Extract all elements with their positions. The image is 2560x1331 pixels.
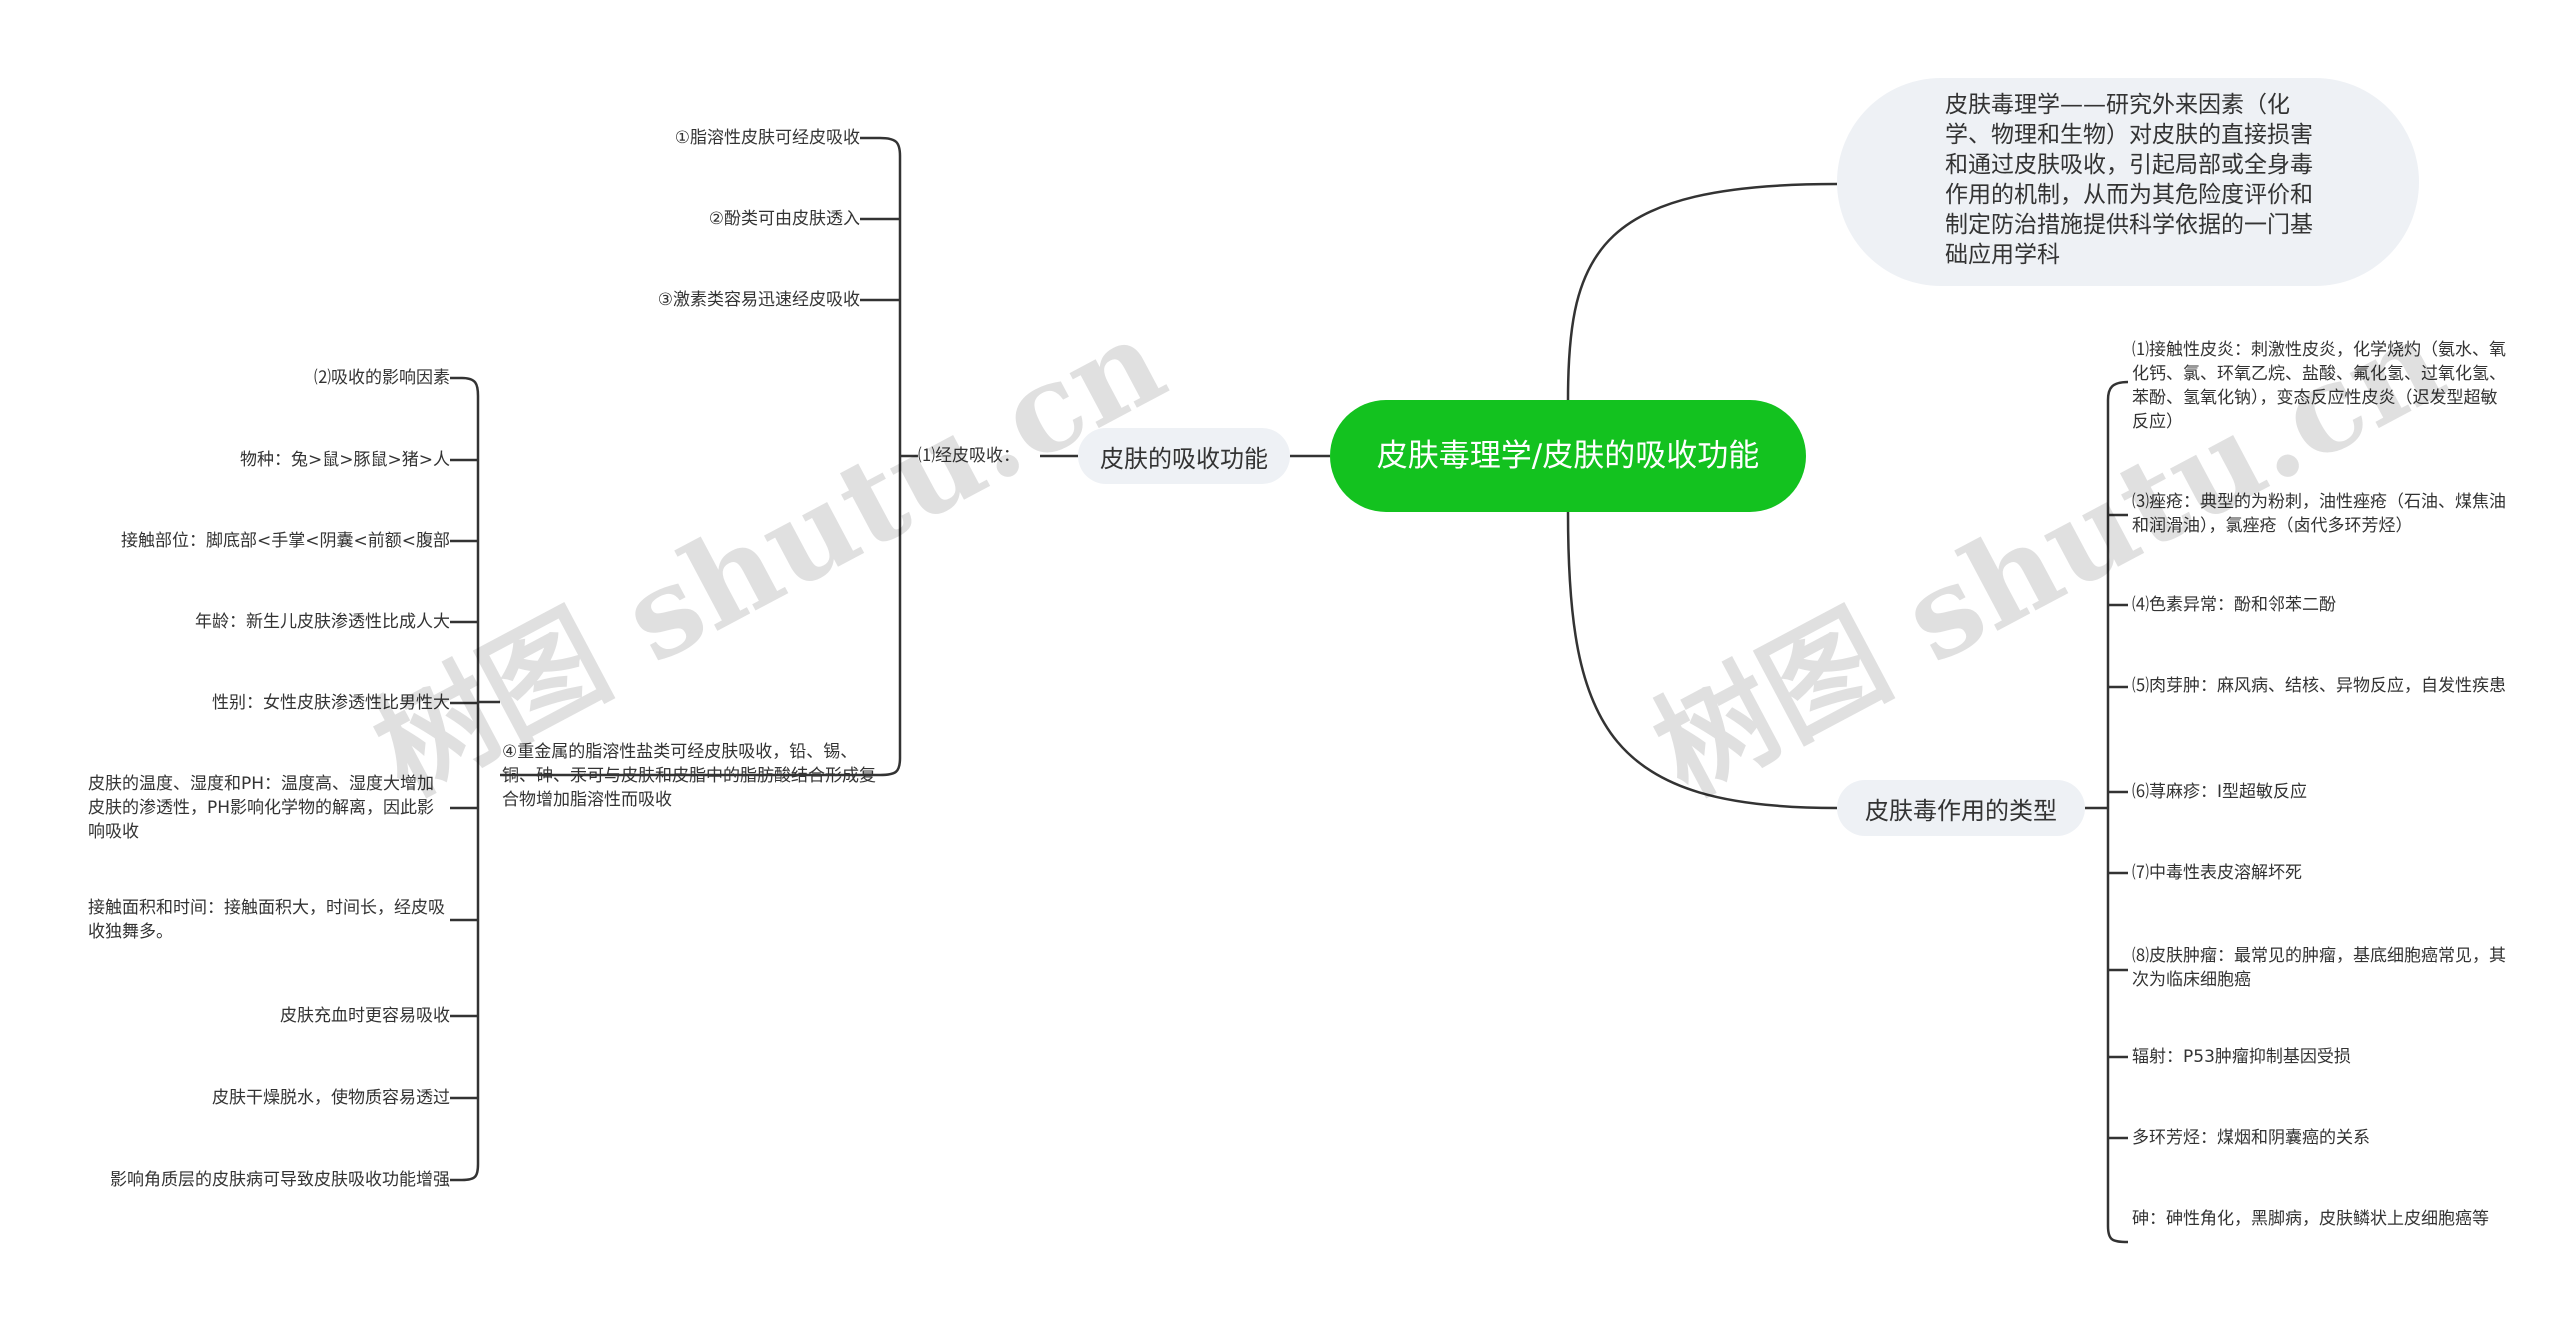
factor-area-time[interactable]: 接触面积和时间：接触面积大，时间长，经皮吸收独舞多。	[88, 898, 445, 942]
transdermal-item-2[interactable]: ②酚类可由皮肤透入	[708, 209, 860, 229]
branch-toxicity[interactable]: 皮肤毒作用的类型	[1837, 780, 2085, 836]
bracket-transdermal	[879, 136, 902, 777]
factor-congestion[interactable]: 皮肤充血时更容易吸收	[280, 1006, 450, 1026]
toxicity-item-3[interactable]: ⑷色素异常：酚和邻苯二酚	[2132, 595, 2336, 615]
factor-species[interactable]: 物种：兔>鼠>豚鼠>猪>人	[240, 450, 450, 470]
toxicity-item-4[interactable]: ⑸肉芽肿：麻风病、结核、异物反应，自发性疾患	[2132, 676, 2506, 696]
link-center-definition	[1566, 182, 1838, 401]
link-center-toxicity	[1566, 511, 1838, 810]
factor-heading[interactable]: ⑵吸收的影响因素	[314, 368, 450, 388]
toxicity-item-9[interactable]: 多环芳烃：煤烟和阴囊癌的关系	[2132, 1128, 2370, 1148]
factor-site[interactable]: 接触部位：脚底部<手掌<阴囊<前额<腹部	[121, 531, 450, 551]
bracket-toxicity	[2106, 380, 2129, 1244]
toxicity-item-2[interactable]: ⑶痤疮：典型的为粉刺，油性痤疮（石油、煤焦油和润滑油），氯痤疮（卤代多环芳烃）	[2132, 492, 2506, 536]
branch-toxicity-label: 皮肤毒作用的类型	[1865, 796, 2057, 825]
central-topic[interactable]: 皮肤毒理学/皮肤的吸收功能	[1330, 400, 1806, 512]
branch-absorption[interactable]: 皮肤的吸收功能	[1078, 428, 1290, 484]
transdermal-label[interactable]: ⑴经皮吸收：	[918, 446, 1020, 466]
definition-text: 皮肤毒理学——研究外来因素（化学、物理和生物）对皮肤的直接损害和通过皮肤吸收，引…	[1945, 92, 2313, 268]
factor-sex[interactable]: 性别：女性皮肤渗透性比男性大	[212, 693, 450, 713]
toxicity-item-5[interactable]: ⑹荨麻疹：Ⅰ型超敏反应	[2132, 782, 2308, 802]
toxicity-item-1[interactable]: ⑴接触性皮炎：刺激性皮炎，化学烧灼（氨水、氧化钙、氯、环氧乙烷、盐酸、氟化氢、过…	[2132, 340, 2506, 432]
factor-dryness[interactable]: 皮肤干燥脱水，使物质容易透过	[212, 1088, 450, 1108]
transdermal-item-4[interactable]: ④重金属的脂溶性盐类可经皮肤吸收，铅、锡、铜、砷、汞可与皮肤和皮脂中的脂肪酸结合…	[502, 742, 876, 810]
bracket-factors	[461, 376, 480, 1182]
toxicity-item-8[interactable]: 辐射：P53肿瘤抑制基因受损	[2132, 1047, 2351, 1067]
toxicity-item-7[interactable]: ⑻皮肤肿瘤：最常见的肿瘤，基底细胞癌常见，其次为临床细胞癌	[2132, 946, 2506, 990]
factor-skin-disease[interactable]: 影响角质层的皮肤病可导致皮肤吸收功能增强	[110, 1170, 450, 1190]
definition-node[interactable]: 皮肤毒理学——研究外来因素（化学、物理和生物）对皮肤的直接损害和通过皮肤吸收，引…	[1837, 78, 2419, 286]
transdermal-item-1[interactable]: ①脂溶性皮肤可经皮吸收	[674, 128, 860, 148]
central-topic-label: 皮肤毒理学/皮肤的吸收功能	[1376, 438, 1760, 474]
factor-age[interactable]: 年龄：新生儿皮肤渗透性比成人大	[195, 612, 450, 632]
toxicity-item-10[interactable]: 砷：砷性角化，黑脚病，皮肤鳞状上皮细胞癌等	[2132, 1209, 2489, 1229]
factor-temperature[interactable]: 皮肤的温度、湿度和PH：温度高、湿度大增加皮肤的渗透性，PH影响化学物的解离，因…	[88, 774, 435, 842]
toxicity-item-6[interactable]: ⑺中毒性表皮溶解坏死	[2132, 863, 2302, 883]
transdermal-item-3[interactable]: ③激素类容易迅速经皮吸收	[657, 290, 860, 310]
branch-absorption-label: 皮肤的吸收功能	[1100, 444, 1268, 473]
